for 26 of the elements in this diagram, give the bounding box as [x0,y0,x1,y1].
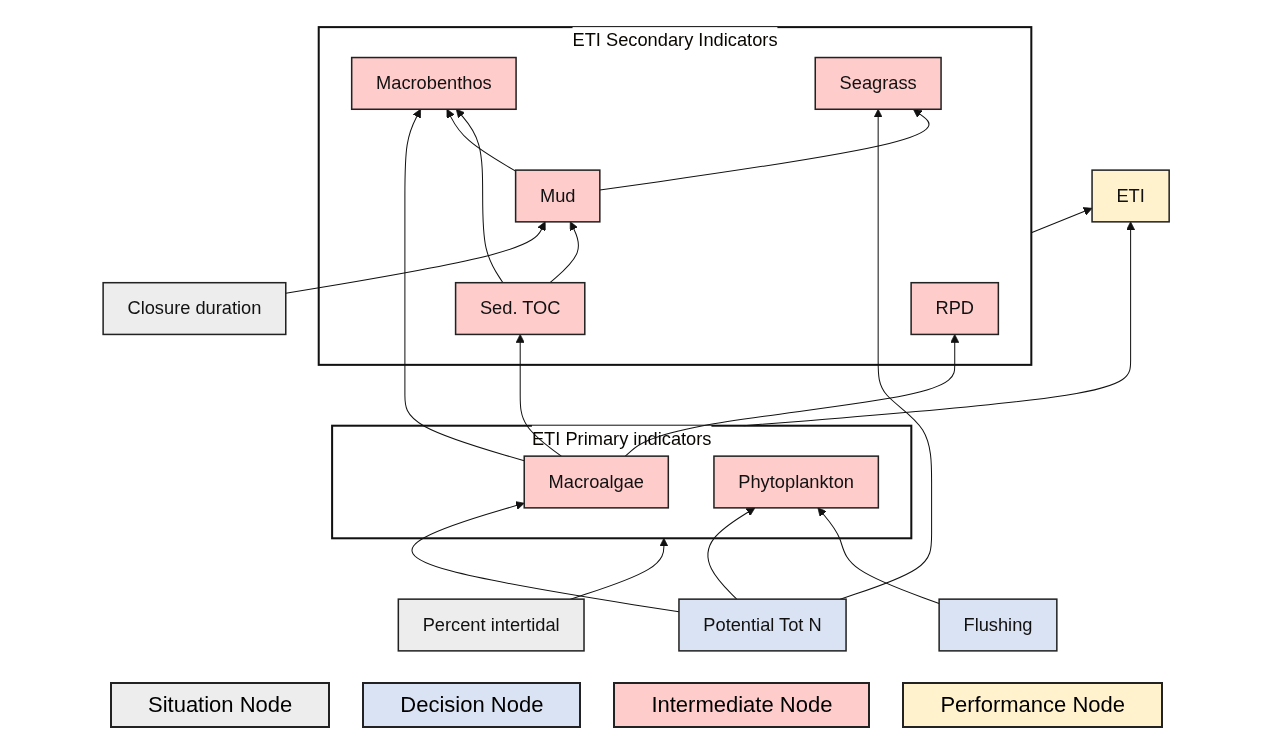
node-box: ETI [1091,169,1171,223]
arrow [411,501,680,613]
legend-entry: Decision Node [362,682,582,728]
arrow [456,108,504,284]
node-box: Mud [515,169,601,223]
arrow [446,108,517,172]
arrow [625,334,960,457]
legend-entry: Performance Node [902,682,1164,728]
node-box: Macrobenthos [351,56,518,111]
node-box: Potential Tot N [678,598,848,652]
node-box: Sed. TOC [455,281,586,336]
node-box: Percent intertidal [397,598,586,652]
arrow [516,334,563,457]
arrow [549,221,580,284]
arrow [1031,207,1093,234]
node-box: Seagrass [814,56,943,111]
arrow [707,507,756,600]
node-box: Macroalgae [523,455,670,509]
legend-entry: Situation Node [109,682,331,728]
arrow [817,507,940,605]
node-box: Closure duration [102,281,287,336]
node-box: Phytoplankton [713,455,880,509]
arrow [743,221,1136,427]
node-box: Flushing [938,598,1058,652]
legend-entry: Intermediate Node [613,682,871,728]
node-box: RPD [910,281,1000,336]
